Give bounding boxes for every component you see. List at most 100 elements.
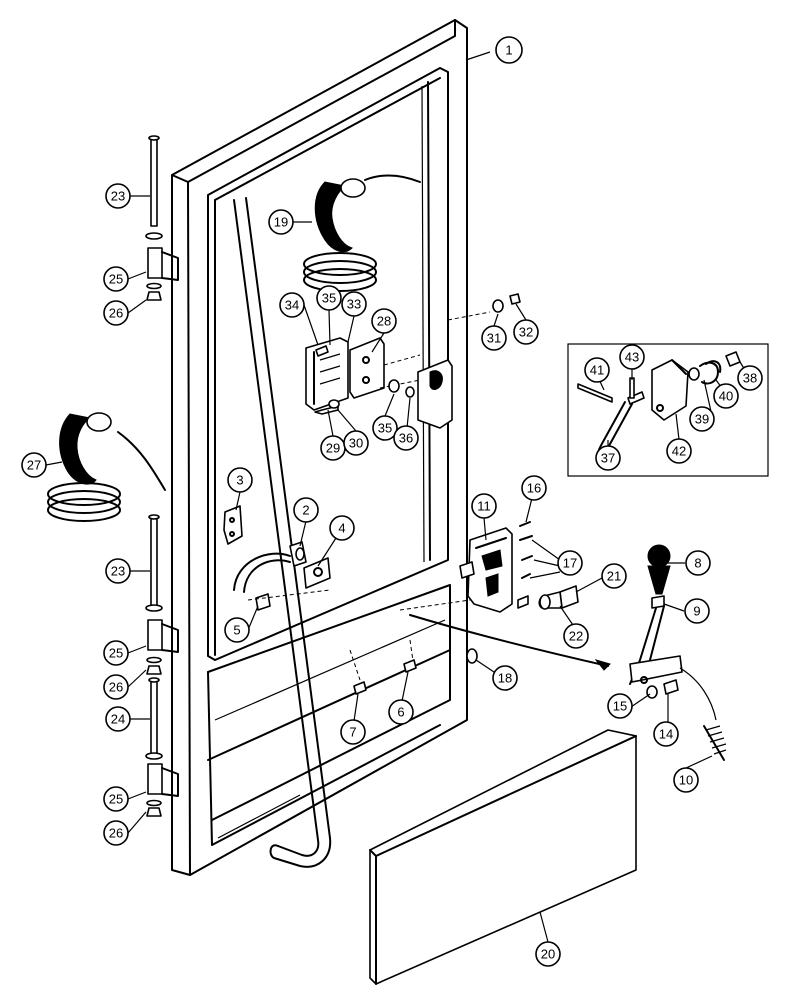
svg-text:2: 2 bbox=[302, 503, 309, 518]
svg-text:6: 6 bbox=[397, 705, 404, 720]
callout-25-lower: 25 bbox=[103, 786, 129, 812]
svg-text:36: 36 bbox=[399, 431, 413, 446]
callout-4: 4 bbox=[329, 515, 355, 541]
svg-text:22: 22 bbox=[569, 629, 583, 644]
svg-text:7: 7 bbox=[349, 725, 356, 740]
callout-41: 41 bbox=[584, 357, 610, 383]
door-latch-assembly bbox=[349, 521, 611, 695]
svg-text:24: 24 bbox=[111, 712, 125, 727]
svg-text:10: 10 bbox=[679, 773, 693, 788]
callout-16: 16 bbox=[521, 475, 547, 501]
svg-text:14: 14 bbox=[659, 727, 673, 742]
svg-text:27: 27 bbox=[27, 458, 41, 473]
grab-bar bbox=[233, 197, 332, 868]
svg-text:42: 42 bbox=[672, 444, 686, 459]
callout-43: 43 bbox=[619, 344, 645, 370]
callout-36: 36 bbox=[393, 425, 419, 451]
callout-14: 14 bbox=[653, 721, 679, 747]
callout-32: 32 bbox=[513, 319, 539, 345]
svg-text:21: 21 bbox=[607, 569, 621, 584]
svg-text:43: 43 bbox=[625, 350, 639, 365]
callout-23-middle: 23 bbox=[105, 558, 131, 584]
weatherstrip-coil-left bbox=[47, 412, 166, 522]
callout-34: 34 bbox=[279, 292, 305, 318]
svg-text:4: 4 bbox=[338, 521, 345, 536]
svg-text:31: 31 bbox=[487, 331, 501, 346]
callout-26-middle: 26 bbox=[103, 674, 129, 700]
callout-42: 42 bbox=[666, 438, 692, 464]
callout-33: 33 bbox=[341, 291, 367, 317]
upper-striker-assembly bbox=[305, 293, 521, 429]
inside-handle-assembly bbox=[223, 505, 331, 611]
svg-text:32: 32 bbox=[519, 325, 533, 340]
callout-27: 27 bbox=[21, 452, 47, 478]
callout-40: 40 bbox=[713, 383, 739, 409]
svg-text:26: 26 bbox=[109, 680, 123, 695]
callout-5: 5 bbox=[224, 617, 250, 643]
svg-text:17: 17 bbox=[563, 556, 577, 571]
callout-21: 21 bbox=[601, 563, 627, 589]
svg-text:37: 37 bbox=[601, 451, 615, 466]
svg-text:35: 35 bbox=[378, 421, 392, 436]
callout-31: 31 bbox=[481, 325, 507, 351]
door-frame bbox=[171, 19, 468, 876]
callout-3: 3 bbox=[227, 467, 253, 493]
callout-7: 7 bbox=[340, 719, 366, 745]
callout-15: 15 bbox=[607, 693, 633, 719]
callout-20: 20 bbox=[535, 941, 561, 967]
svg-text:40: 40 bbox=[719, 389, 733, 404]
callout-25-middle: 25 bbox=[103, 640, 129, 666]
callout-11: 11 bbox=[471, 493, 497, 519]
callout-26-lower: 26 bbox=[103, 820, 129, 846]
hinge-lower bbox=[145, 677, 179, 817]
release-lever-assembly bbox=[629, 544, 727, 761]
callout-22: 22 bbox=[563, 623, 589, 649]
callout-35-bottom: 35 bbox=[372, 415, 398, 441]
svg-text:19: 19 bbox=[274, 215, 288, 230]
callout-37: 37 bbox=[595, 445, 621, 471]
svg-text:26: 26 bbox=[109, 306, 123, 321]
callout-8: 8 bbox=[685, 550, 711, 576]
svg-text:25: 25 bbox=[109, 646, 123, 661]
callout-24: 24 bbox=[105, 706, 131, 732]
weatherstrip-coil-upper bbox=[303, 174, 421, 292]
svg-text:20: 20 bbox=[541, 947, 555, 962]
svg-text:1: 1 bbox=[505, 43, 512, 58]
svg-text:18: 18 bbox=[498, 671, 512, 686]
svg-text:41: 41 bbox=[590, 363, 604, 378]
svg-text:23: 23 bbox=[111, 189, 125, 204]
callout-10: 10 bbox=[673, 767, 699, 793]
svg-text:35: 35 bbox=[322, 291, 336, 306]
callout-2: 2 bbox=[293, 497, 319, 523]
callout-19: 19 bbox=[268, 209, 294, 235]
callout-39: 39 bbox=[689, 406, 715, 432]
svg-text:11: 11 bbox=[477, 499, 491, 514]
svg-text:15: 15 bbox=[613, 699, 627, 714]
foam-block bbox=[369, 729, 637, 985]
svg-text:30: 30 bbox=[349, 436, 363, 451]
svg-text:5: 5 bbox=[233, 623, 240, 638]
svg-text:28: 28 bbox=[377, 314, 391, 329]
callout-26-upper: 26 bbox=[103, 300, 129, 326]
svg-text:29: 29 bbox=[326, 441, 340, 456]
svg-text:38: 38 bbox=[743, 371, 757, 386]
hinge-upper bbox=[145, 135, 179, 301]
svg-text:33: 33 bbox=[347, 297, 361, 312]
svg-text:23: 23 bbox=[111, 564, 125, 579]
callout-6: 6 bbox=[388, 699, 414, 725]
callout-28: 28 bbox=[371, 308, 397, 334]
svg-text:26: 26 bbox=[109, 826, 123, 841]
callout-29: 29 bbox=[320, 435, 346, 461]
svg-text:8: 8 bbox=[694, 556, 701, 571]
svg-text:25: 25 bbox=[109, 272, 123, 287]
callout-38: 38 bbox=[737, 365, 763, 391]
callout-17: 17 bbox=[557, 550, 583, 576]
svg-text:25: 25 bbox=[109, 792, 123, 807]
callout-9: 9 bbox=[684, 598, 710, 624]
hinge-middle bbox=[145, 514, 179, 675]
callout-35-top: 35 bbox=[316, 285, 342, 311]
svg-text:16: 16 bbox=[527, 481, 541, 496]
callout-25-upper: 25 bbox=[103, 266, 129, 292]
callout-30: 30 bbox=[343, 430, 369, 456]
